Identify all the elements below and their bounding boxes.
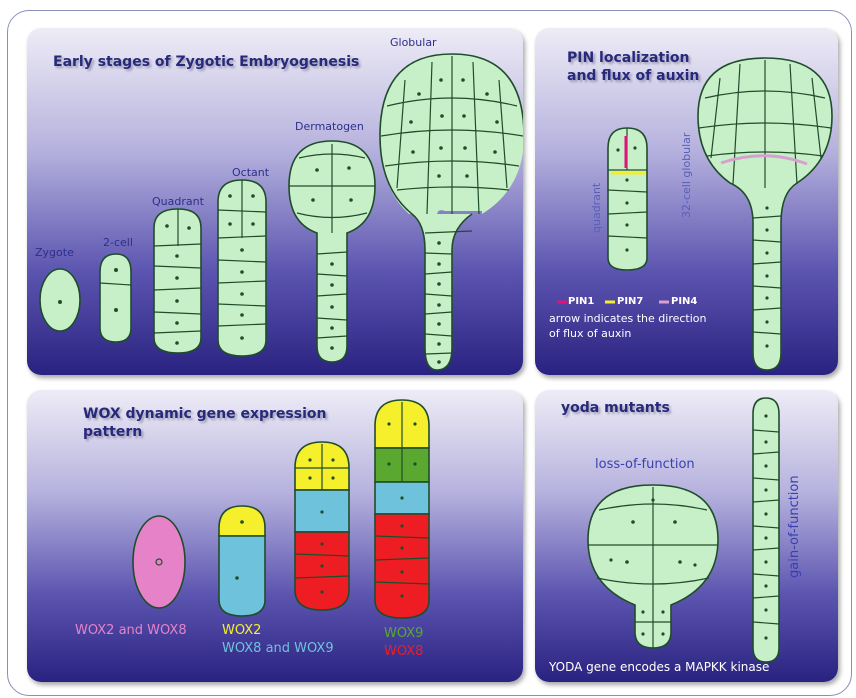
yoda-title: yoda mutants — [561, 400, 670, 416]
stage-label-2-cell: 2-cell — [103, 236, 133, 249]
wox8-wox9-basal-region — [219, 536, 265, 616]
pin-note-line1: arrow indicates the direction — [549, 312, 707, 325]
panel-pin-localization: PIN localization and flux of auxin quadr… — [535, 28, 838, 375]
wox9-label: WOX9 — [384, 626, 423, 641]
two-cell-embryo — [100, 254, 131, 342]
wox-title-line2: pattern — [83, 424, 142, 440]
stage-label-zygote: Zygote — [35, 246, 74, 259]
wox-title-line1: WOX dynamic gene expression — [83, 406, 326, 422]
panel-yoda-mutants: yoda mutants loss-of-function gain-of-fu… — [535, 390, 838, 682]
early-stages-diagram — [27, 28, 523, 375]
wox8-dermatogen-region — [375, 514, 429, 618]
stage-label-globular: Globular — [390, 36, 437, 49]
stage-label-quadrant: Quadrant — [152, 195, 204, 208]
legend-pin7-label: PIN7 — [617, 296, 643, 307]
panel-wox-expression: WOX dynamic gene expression pattern WOX2… — [27, 390, 523, 682]
legend-pin1-label: PIN1 — [568, 296, 594, 307]
wox8-label: WOX8 — [384, 644, 423, 659]
early-stages-title: Early stages of Zygotic Embryogenesis — [53, 54, 359, 70]
wox-zygote — [133, 516, 185, 608]
pin-note-line2: of flux of auxin — [549, 327, 631, 340]
wox2-wox8-label: WOX2 and WOX8 — [75, 623, 187, 638]
pin-title-line2: and flux of auxin — [567, 68, 699, 84]
legend-pin4-label: PIN4 — [671, 296, 697, 307]
stage-label-dermatogen: Dermatogen — [295, 120, 364, 133]
wox8-wox9-label: WOX8 and WOX9 — [222, 641, 334, 656]
yoda-footer: YODA gene encodes a MAPKK kinase — [549, 660, 769, 674]
wox2-label: WOX2 — [222, 623, 261, 638]
pin-title-line1: PIN localization — [567, 50, 690, 66]
loss-of-function-label: loss-of-function — [595, 457, 695, 472]
stage-label-octant: Octant — [232, 166, 269, 179]
gain-of-function-label: gain-of-function — [787, 475, 802, 578]
pin-quadrant-label: quadrant — [590, 183, 603, 233]
panel-early-stages: Early stages of Zygotic Embryogenesis Zy… — [27, 28, 523, 375]
pin-globular-label: 32-cell globular — [680, 133, 693, 218]
